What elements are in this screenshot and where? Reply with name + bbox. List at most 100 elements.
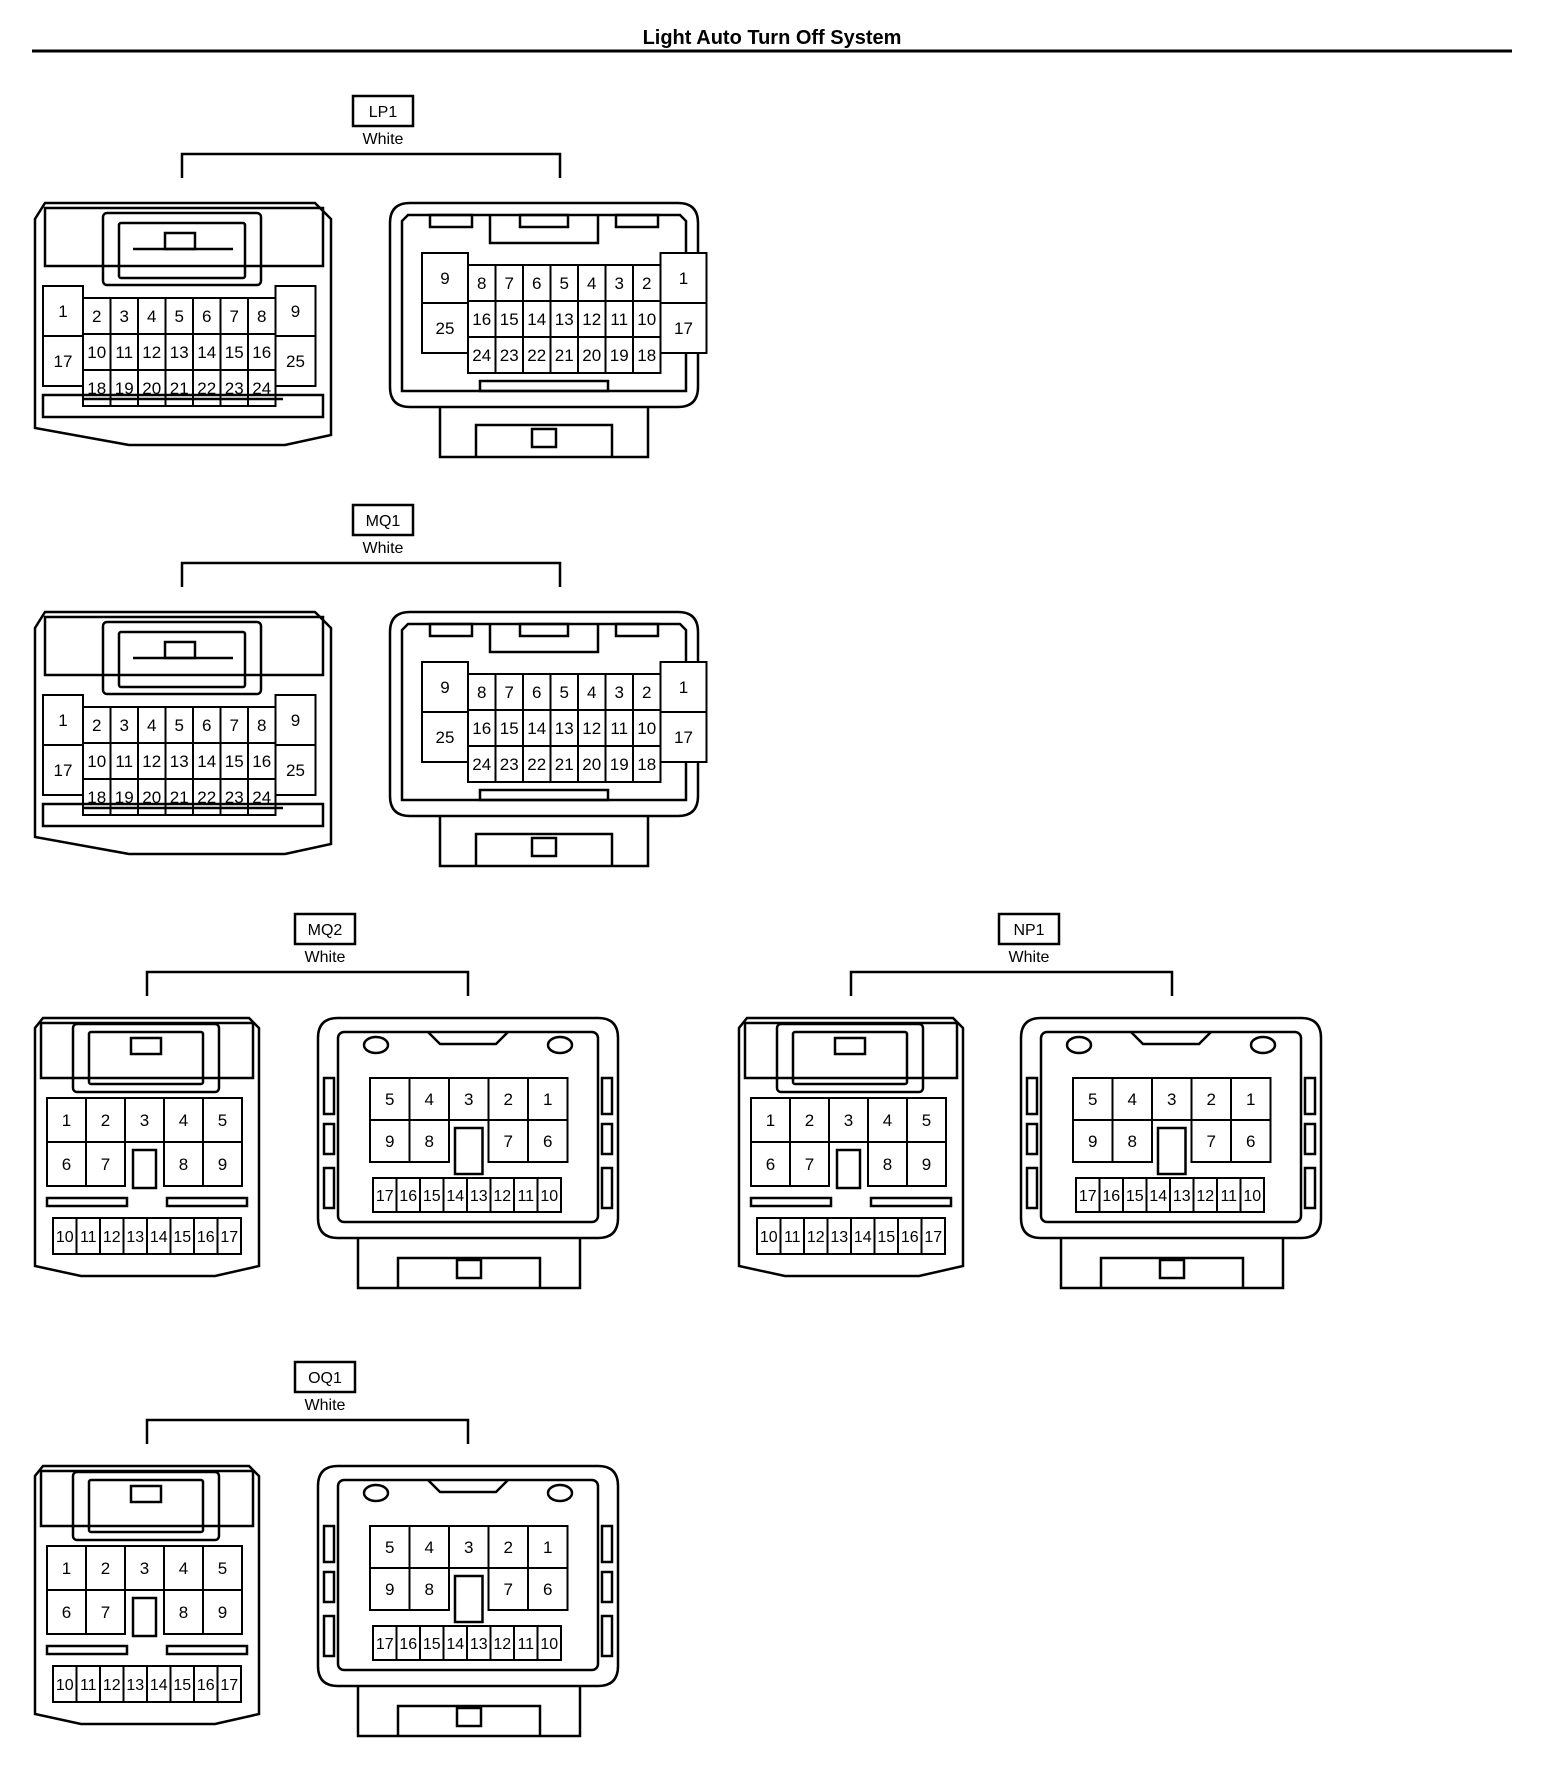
pin-number: 2 (101, 1559, 110, 1578)
center-slot (1156, 1126, 1187, 1176)
housing-rail (165, 1644, 249, 1656)
pin-number: 4 (587, 683, 596, 702)
pin-number: 10 (56, 1677, 74, 1694)
side-latch (600, 1614, 614, 1658)
pin-cell (124, 1545, 165, 1591)
pin-number: 7 (1207, 1132, 1216, 1151)
housing-rail (869, 1196, 953, 1208)
pin-cell (163, 1589, 204, 1635)
pin-number: 7 (230, 716, 239, 735)
pin-number: 7 (505, 683, 514, 702)
pin-cell (82, 742, 112, 780)
pin-cell (369, 1119, 411, 1163)
pin-number: 4 (883, 1111, 892, 1130)
pin-cell (85, 1589, 126, 1635)
pin-number: 12 (807, 1229, 825, 1246)
housing-inner (400, 622, 688, 802)
side-latch (600, 1166, 614, 1210)
pin-number: 8 (425, 1132, 434, 1151)
pin-number: 10 (760, 1229, 778, 1246)
pin-number: 3 (140, 1559, 149, 1578)
pin-number: 16 (472, 719, 491, 738)
connector-housing (316, 1016, 620, 1240)
connector-harness-view: 2101831119412205132161422715238162411792… (33, 610, 333, 856)
key-tab (518, 213, 570, 229)
pin-number: 19 (115, 379, 134, 398)
latch-base (438, 407, 650, 459)
lock-arch (71, 1022, 221, 1094)
pin-number: 15 (877, 1229, 895, 1246)
lock-tab (833, 1036, 867, 1056)
pin-number: 9 (291, 711, 300, 730)
pin-number: 1 (62, 1559, 71, 1578)
pin-cell (1151, 1077, 1193, 1121)
pin-cell (163, 1141, 204, 1187)
lock-arch-inner (791, 1030, 909, 1086)
pin-number: 21 (170, 379, 189, 398)
pin-number: 18 (637, 346, 656, 365)
housing-rail (41, 802, 325, 828)
pin-cell (906, 1141, 947, 1187)
lock-arch-inner (117, 630, 247, 689)
pin-number: 3 (120, 307, 129, 326)
pin-number: 6 (202, 716, 211, 735)
lock-tab (129, 1484, 163, 1504)
pin-number: 2 (504, 1090, 513, 1109)
pin-number: 3 (615, 683, 624, 702)
guide-hole (362, 1483, 390, 1503)
connector-terminal-view: 8162471523614225132141220311192101892511… (388, 201, 708, 459)
pin-cell (42, 694, 84, 746)
pin-number: 5 (218, 1559, 227, 1578)
housing-top-frame (43, 206, 325, 268)
connector-label-box (997, 912, 1061, 946)
pin-cell (247, 742, 277, 780)
pin-number: 20 (142, 379, 161, 398)
latch-slot (614, 213, 660, 229)
pin-cell (659, 302, 708, 354)
bracket (180, 152, 562, 178)
pin-number: 16 (1102, 1188, 1120, 1205)
pin-number: 8 (257, 716, 266, 735)
pin-number: 3 (140, 1111, 149, 1130)
pin-number: 4 (425, 1538, 434, 1557)
pin-cell (632, 673, 662, 711)
pin-cell (577, 709, 607, 747)
pin-number: 15 (173, 1229, 191, 1246)
pin-number: 4 (147, 716, 156, 735)
latch-base (356, 1686, 582, 1738)
pin-cell (494, 673, 524, 711)
pin-number: 2 (642, 274, 651, 293)
pin-cell (1111, 1077, 1153, 1121)
pin-number: 17 (54, 761, 73, 780)
pin-number: 12 (142, 343, 161, 362)
pin-number: 21 (170, 788, 189, 807)
side-latch (322, 1166, 336, 1210)
guide-hole (546, 1483, 574, 1503)
pin-number: 2 (92, 716, 101, 735)
pin-number: 9 (385, 1132, 394, 1151)
pin-cell (192, 297, 222, 335)
pin-number: 23 (225, 379, 244, 398)
connector-housing (737, 1016, 965, 1278)
latch-base (438, 816, 650, 868)
guide-hole (1249, 1035, 1277, 1055)
connector-terminal-view: 8162471523614225132141220311192101892511… (388, 610, 708, 868)
connector-label-box (293, 1360, 357, 1394)
pin-number: 16 (252, 343, 271, 362)
pin-cell (549, 336, 579, 374)
pin-number: 16 (197, 1677, 215, 1694)
pin-cell (202, 1589, 243, 1635)
pin-number: 1 (1246, 1090, 1255, 1109)
pin-number: 16 (252, 752, 271, 771)
pin-number: 4 (179, 1111, 188, 1130)
connector-code: MQ1 (366, 513, 401, 530)
connector-label-box (351, 503, 415, 537)
pin-number: 22 (527, 755, 546, 774)
pin-number: 6 (543, 1580, 552, 1599)
pin-cell (369, 1567, 411, 1611)
pin-number: 9 (1088, 1132, 1097, 1151)
pin-cell (487, 1077, 529, 1121)
connector-color: White (363, 540, 404, 557)
